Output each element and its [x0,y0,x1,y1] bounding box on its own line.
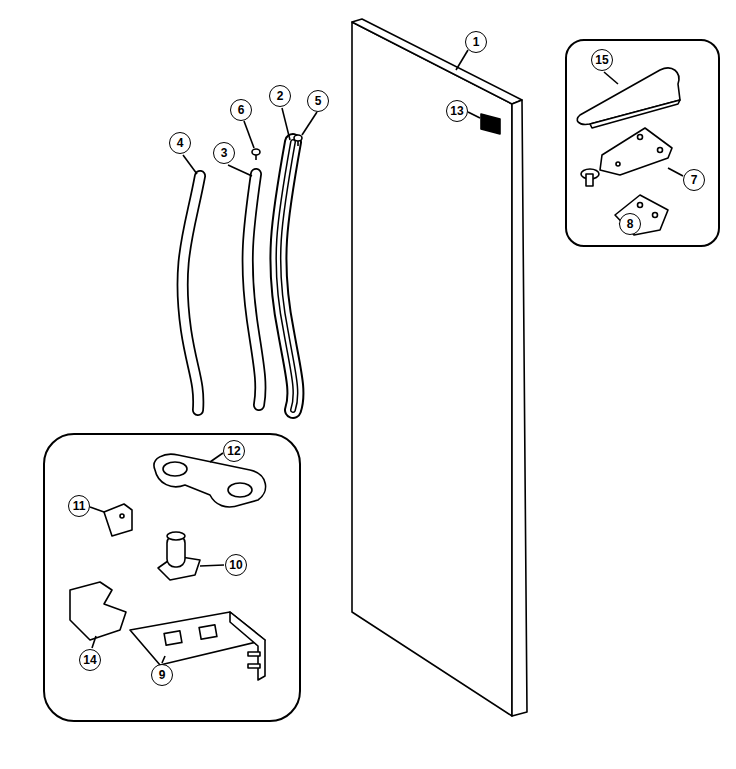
callout-number: 14 [79,649,101,671]
callout-number: 10 [225,554,247,576]
callout-number: 7 [683,169,705,191]
callout-number: 11 [68,495,90,517]
leader-line [90,50,683,663]
hinge-parts [577,68,680,235]
inset-frame [566,40,719,246]
callout-number: 13 [446,100,468,122]
callout-number: 2 [269,85,291,107]
door-panel [352,19,527,716]
door-label-patch [481,114,500,134]
callout-number: 5 [307,90,329,112]
door-gasket [183,142,296,410]
callout-number: 8 [619,213,641,235]
callout-number: 3 [213,142,235,164]
callout-number: 15 [591,49,613,71]
callout-number: 9 [151,664,173,686]
callout-number: 6 [230,99,252,121]
inset-frame [44,434,300,721]
hinge-parts [70,454,266,680]
callout-number: 4 [169,132,191,154]
callout-number: 12 [223,440,245,462]
callout-number: 1 [465,31,487,53]
screw [252,135,302,160]
